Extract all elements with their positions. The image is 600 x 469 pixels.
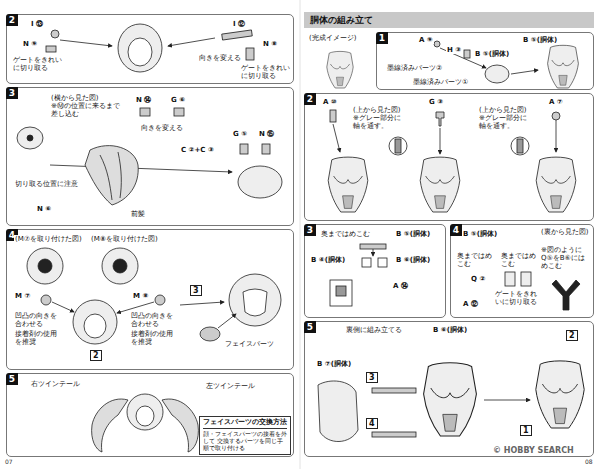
instruction-note: ※グレー部分に軸を通す。: [352, 114, 404, 130]
watermark: © HOBBY SEARCH: [492, 446, 575, 455]
instruction-note: 左ツインテール: [205, 382, 256, 390]
instruction-note: 向きを変える: [140, 124, 184, 132]
part-callout: N ⑭: [135, 96, 152, 104]
instruction-note: (M⑦を取り付けた図): [14, 235, 83, 243]
part-callout: N ⑨: [22, 40, 38, 48]
part-callout: B ⑦(胴体): [316, 360, 352, 368]
step-reference: 4: [366, 418, 378, 429]
instruction-note: 凹凸の向きを合わせる: [130, 312, 177, 328]
instruction-note: 裏側に組み立てる: [345, 326, 403, 334]
instruction-note: ゲートをきれいに切り取る: [240, 64, 292, 80]
part-callout: A ⑩: [322, 98, 338, 106]
step-panel: 5: [304, 321, 594, 457]
instruction-note: 向きを変える: [198, 54, 242, 62]
part-callout: I ⑬: [30, 20, 44, 28]
instruction-note: 前髪: [130, 210, 146, 218]
instruction-note: (上から見た図): [478, 106, 527, 114]
step-reference: 1: [520, 425, 532, 436]
instruction-note: 墨線済みパーツ②: [386, 64, 443, 72]
part-callout: N ⑧: [262, 40, 278, 48]
step2-right-figure: [328, 110, 576, 212]
instruction-note: 墨線済みパーツ①: [412, 78, 469, 86]
instruction-note: (M⑧を取り付けた図): [90, 235, 159, 243]
instruction-note: 右ツインテール: [30, 380, 81, 388]
page-number: 08: [584, 459, 594, 466]
instruction-note: 凹凸の向きを合わせる: [14, 312, 61, 328]
step2-left-figure: [46, 24, 254, 72]
step-number: 3: [304, 224, 316, 236]
step-number: 3: [6, 87, 18, 99]
step-number: 5: [6, 373, 18, 385]
part-callout: G ③: [428, 98, 444, 106]
part-callout: N ⑮: [258, 130, 275, 138]
instruction-note: ゲートをきれいに切り取る: [494, 290, 540, 306]
part-callout: B ⑤(胴体): [462, 230, 498, 238]
step-number: 5: [304, 321, 316, 333]
instruction-note: フェイスパーツ: [224, 340, 275, 348]
part-callout: I ⑫: [232, 20, 246, 28]
step3-right-figure: [330, 244, 387, 306]
instruction-note: 接着剤の使用を推奨: [130, 330, 177, 346]
instruction-note: (上から見た図): [352, 106, 401, 114]
step5-left-figure: [92, 394, 199, 452]
page-number: 07: [4, 459, 14, 466]
step5-right-figure: [318, 361, 584, 442]
step-panel: 1: [376, 32, 594, 90]
step-number: 2: [304, 93, 316, 105]
part-callout: M ⑦: [14, 292, 31, 300]
part-callout: G ⑥: [170, 96, 186, 104]
note-body: 顔・フェイスパーツの接着を外して 交換するパーツを同じ手順で取り付ける: [203, 430, 287, 452]
step-panel: 3: [304, 224, 446, 318]
part-callout: B ⑥(胴体): [395, 256, 431, 264]
instruction-note: ※グレー部分に軸を通す。: [478, 114, 530, 130]
part-callout: B ⑤(胴体): [522, 36, 558, 44]
step3-left-figure: [17, 108, 282, 205]
instruction-note: (裏から見た図): [540, 228, 592, 236]
part-callout: N ⑥: [36, 205, 52, 213]
instruction-note: 奥まではめこむ: [500, 252, 538, 268]
section-title: 胴体の組み立て: [304, 12, 594, 28]
part-callout: Q ②: [470, 275, 486, 283]
step-number: 1: [376, 32, 388, 44]
part-callout: M ⑧: [132, 292, 149, 300]
instruction-note: 接着剤の使用を推奨: [14, 330, 61, 346]
note-heading: フェイスパーツの交換方法: [203, 419, 287, 429]
instruction-note: (横から見た図): [50, 94, 99, 102]
part-callout: A ⑫: [462, 300, 479, 308]
completion-figure: [327, 51, 353, 88]
section-header: 胴体の組み立て: [304, 12, 594, 28]
note-box: フェイスパーツの交換方法顔・フェイスパーツの接着を外して 交換するパーツを同じ手…: [199, 416, 291, 455]
part-callout: A ⑨: [418, 36, 434, 44]
instruction-note: 奥まではめこむ: [456, 252, 496, 268]
part-callout: B ⑤(胴体): [474, 50, 510, 58]
part-callout: B ④(胴体): [310, 256, 346, 264]
step-number: 2: [6, 14, 18, 26]
page-fold: [300, 0, 301, 469]
step-reference: 2: [90, 350, 102, 361]
instruction-note: ※Ⓜの位置に来るまで差し込む: [50, 102, 124, 118]
step-reference: 2: [566, 330, 578, 341]
part-callout: A ⑦: [548, 98, 564, 106]
step-reference: 3: [366, 372, 378, 383]
instruction-note: 奥まではめこむ: [320, 230, 371, 238]
instruction-note: (完成イメージ): [308, 34, 357, 42]
part-callout: B ⑤(胴体): [395, 230, 431, 238]
instruction-note: 切り取る位置に注意: [14, 180, 79, 188]
part-callout: H ③: [446, 46, 462, 54]
step-reference: 3: [190, 285, 202, 296]
instruction-note: ゲートをきれいに切り取る: [12, 56, 64, 72]
part-callout: C ②+C ③: [180, 146, 215, 154]
step-panel: 4: [6, 229, 294, 370]
part-callout: A ⑭: [392, 282, 409, 290]
part-callout: B ⑥(胴体): [432, 326, 468, 334]
step-panel: 2: [304, 93, 594, 221]
step-number: 4: [450, 224, 462, 236]
part-callout: G ⑤: [232, 130, 248, 138]
instruction-note: ※図のようにQ⑤をB⑥にはめこむ: [540, 246, 592, 270]
